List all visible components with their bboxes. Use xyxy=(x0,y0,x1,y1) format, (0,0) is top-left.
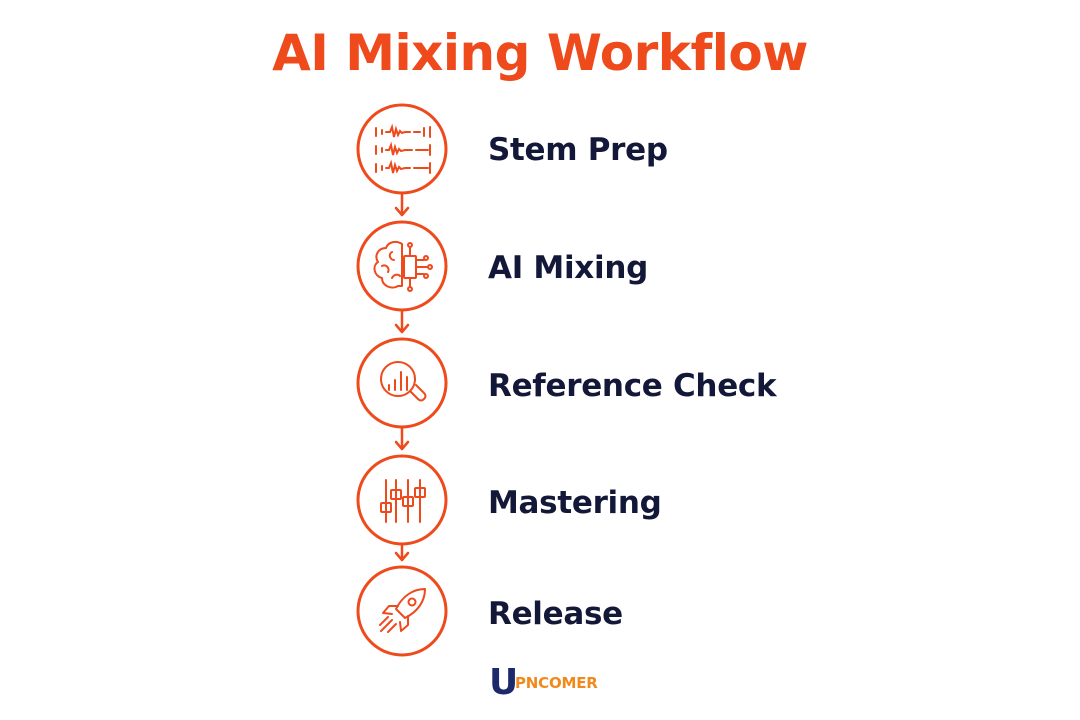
step-label-reference-check: Reference Check xyxy=(488,368,777,404)
step-label-mastering: Mastering xyxy=(488,485,662,521)
connector-arrow-1 xyxy=(394,191,410,217)
fader-sliders-icon xyxy=(380,479,426,523)
logo-wordmark: PNCOMER xyxy=(515,674,598,692)
connector-arrow-4 xyxy=(394,542,410,562)
brain-chip-icon xyxy=(373,240,433,292)
step-label-stem-prep: Stem Prep xyxy=(488,132,668,168)
upcomer-logo: U PNCOMER xyxy=(489,662,599,704)
waveform-stems-icon xyxy=(375,123,431,174)
rocket-icon xyxy=(379,588,426,633)
step-5-circle xyxy=(356,565,448,657)
step-label-ai-mixing: AI Mixing xyxy=(488,250,648,286)
connector-arrow-2 xyxy=(394,308,410,334)
step-label-release: Release xyxy=(488,596,623,632)
page-title: AI Mixing Workflow xyxy=(272,24,808,82)
magnifier-chart-icon xyxy=(380,361,427,402)
step-1-circle xyxy=(356,103,448,195)
logo-letter: U xyxy=(489,662,519,703)
connector-arrow-3 xyxy=(394,425,410,451)
